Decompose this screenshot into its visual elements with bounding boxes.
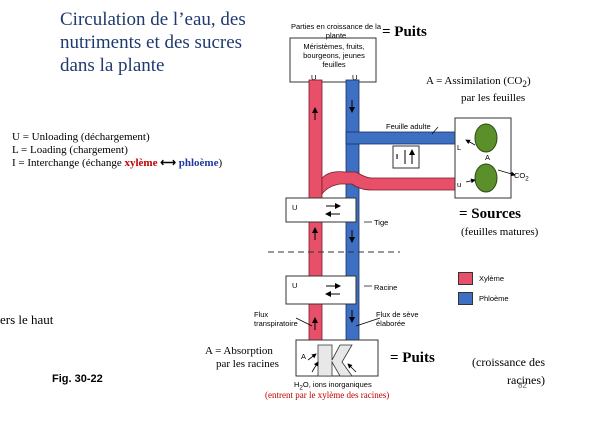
co2-text: CO — [514, 171, 526, 180]
legend-xylem-label: Xylème — [479, 274, 505, 283]
legend-phloem-label: Phloème — [479, 294, 509, 303]
page-title: Circulation de l’eau, des nutriments et … — [60, 9, 246, 76]
leaf-cell-upper — [474, 123, 498, 153]
puits-bottom: = Puits — [390, 350, 435, 366]
growth-parts-label: Parties en croissance de la plante — [290, 22, 382, 40]
flux-transpiratoire-label: Flux transpiratoire — [254, 310, 298, 328]
h2o-sub: 2 — [299, 384, 303, 392]
legend-xylem: Xylème — [458, 272, 509, 285]
puits-bottom-sub: (croissance des racines) — [472, 355, 545, 387]
h2o-rest: O, ions inorganiques — [302, 380, 372, 389]
box-u-low: U — [292, 281, 298, 290]
phloem-word: phloème — [178, 157, 219, 169]
flux-seve-label: Flux de sève élaborée — [376, 310, 419, 328]
h2o-label: H2O, ions inorganiques — [294, 380, 372, 393]
tige-label: Tige — [374, 218, 389, 227]
assimilation-label-2: par les feuilles — [461, 92, 526, 104]
co2-sub: 2 — [525, 175, 529, 183]
h2o-h: H — [294, 380, 300, 389]
interchange-i-top: I — [396, 152, 399, 161]
leaf-a-label: A — [485, 153, 491, 162]
xylem-leaf-branch — [321, 171, 457, 196]
interchange-prefix: I = Interchange (échange — [12, 157, 125, 169]
top-growth-box — [289, 37, 377, 83]
figure-label: Fig. 30-22 — [52, 373, 103, 385]
puits-top: = Puits — [382, 24, 427, 40]
entrent-label: (entrent par le xylème des racines) — [265, 390, 390, 400]
absorption-label: A = Absorption — [205, 345, 273, 357]
xylem-word: xylème — [124, 157, 158, 169]
abbrev-interchange: I = Interchange (échange xylème ⟷ phloèm… — [12, 157, 222, 170]
u-unloading-top: U — [311, 73, 317, 82]
abbrev-unloading: U = Unloading (déchargement) — [12, 131, 150, 143]
root-a-label: A — [301, 352, 307, 361]
assimilation-text: A = Assimilation (CO — [426, 75, 523, 87]
racine-label: Racine — [374, 283, 398, 292]
phloem-leaf-branch — [345, 131, 457, 145]
partial-text-vers-le-haut: ers le haut — [0, 312, 54, 327]
interchange-box-low — [285, 275, 357, 305]
legend-phloem-swatch — [458, 292, 473, 305]
absorption-label-2: par les racines — [216, 358, 279, 370]
root-shape — [317, 344, 353, 377]
page-number: 82 — [518, 381, 527, 390]
leaf-l-label: L — [457, 143, 462, 152]
meristemes-label: Méristèmes, fruits, bourgeons, jeunes fe… — [303, 42, 365, 69]
double-arrow-icon: ⟷ — [160, 157, 176, 169]
feuille-adulte-label: Feuille adulte — [386, 122, 431, 131]
legend-phloem: Phloème — [458, 292, 509, 305]
interchange-suffix: ) — [218, 157, 223, 169]
u-unloading-top-2: U — [352, 73, 358, 82]
abbrev-loading: L = Loading (chargement) — [12, 144, 128, 156]
leaf-cell-lower — [474, 163, 498, 193]
assimilation-sub: 2 — [522, 79, 527, 90]
legend-xylem-swatch — [458, 272, 473, 285]
leaf-u-label: u — [457, 180, 462, 189]
sources-sub: (feuilles matures) — [461, 226, 539, 238]
assimilation-label: A = Assimilation (CO2) — [426, 75, 531, 91]
sources-label: = Sources — [459, 206, 522, 222]
co2-label: CO2 — [514, 171, 529, 184]
interchange-box-mid — [285, 197, 357, 223]
assimilation-close: ) — [526, 75, 531, 87]
box-u-mid: U — [292, 203, 298, 212]
legend: Xylème Phloème — [458, 272, 509, 305]
